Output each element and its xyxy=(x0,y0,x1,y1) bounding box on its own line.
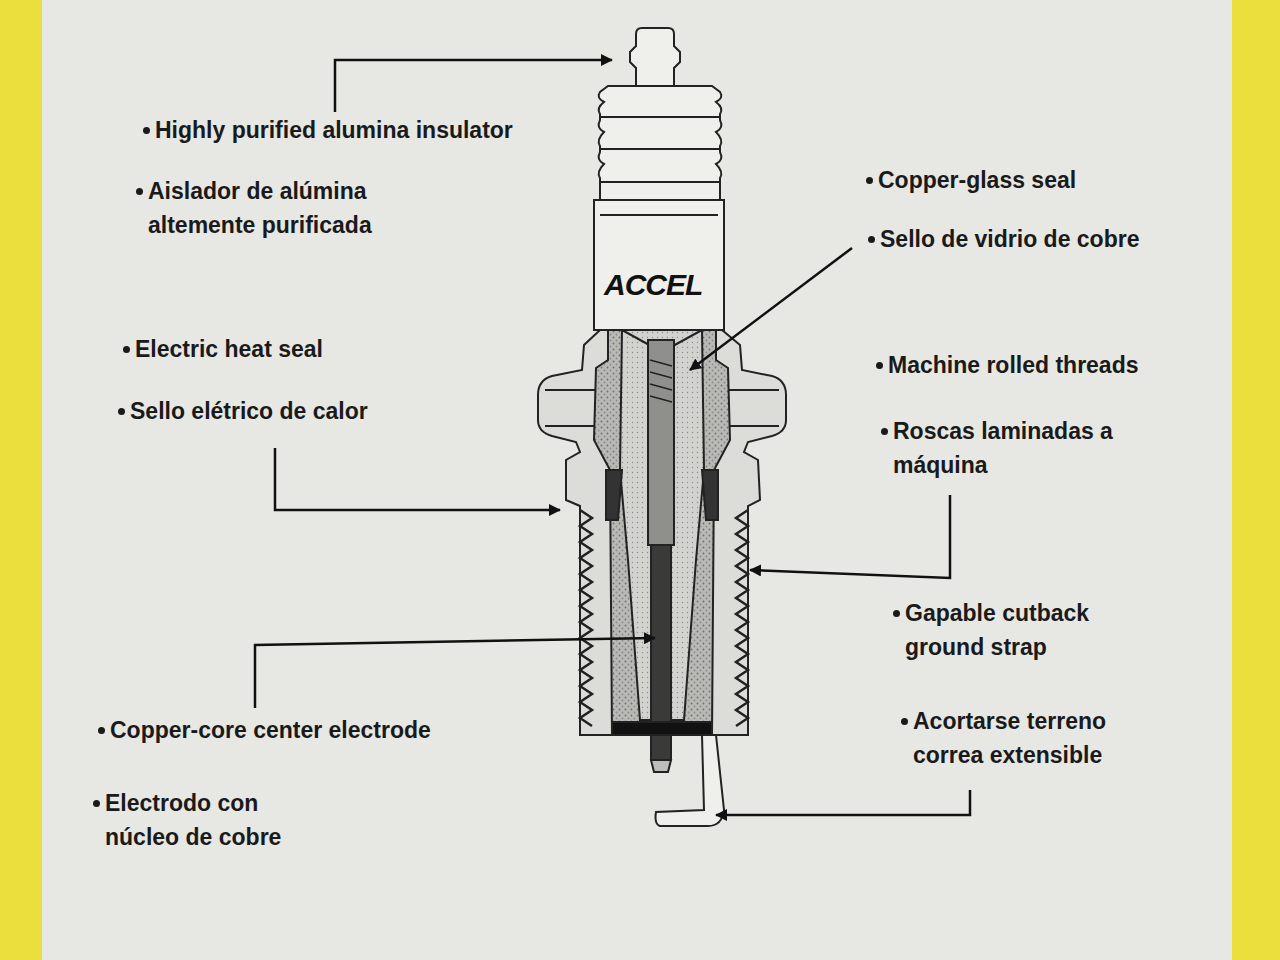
bullet-dot xyxy=(143,127,150,134)
bullet-dot xyxy=(901,718,908,725)
bullet-dot xyxy=(881,428,888,435)
part-label: Gapable cutback ground strap xyxy=(905,596,1145,664)
bullet-dot xyxy=(868,236,875,243)
part-label: Electrodo con núcleo de cobre xyxy=(105,786,315,854)
part-label: Roscas laminadas a máquina xyxy=(893,414,1118,482)
bullet-dot xyxy=(118,408,125,415)
bullet-dot xyxy=(98,727,105,734)
part-label: Copper-core center electrode xyxy=(110,713,431,747)
part-label: Aislador de alúmina altemente purificada xyxy=(148,174,438,242)
part-label: Copper-glass seal xyxy=(878,163,1076,197)
part-label: Sello de vidrio de cobre xyxy=(880,222,1139,256)
bullet-dot xyxy=(876,362,883,369)
part-label: Electric heat seal xyxy=(135,332,323,366)
part-label: Acortarse terreno correa extensible xyxy=(913,704,1163,772)
brand-logo: ACCEL xyxy=(604,268,702,302)
part-label: Machine rolled threads xyxy=(888,348,1139,382)
bullet-dot xyxy=(93,800,100,807)
bullet-dot xyxy=(866,177,873,184)
part-label: Sello elétrico de calor xyxy=(130,394,368,428)
bullet-dot xyxy=(123,346,130,353)
bullet-dot xyxy=(893,610,900,617)
bullet-dot xyxy=(136,188,143,195)
part-label: Highly purified alumina insulator xyxy=(155,113,513,147)
